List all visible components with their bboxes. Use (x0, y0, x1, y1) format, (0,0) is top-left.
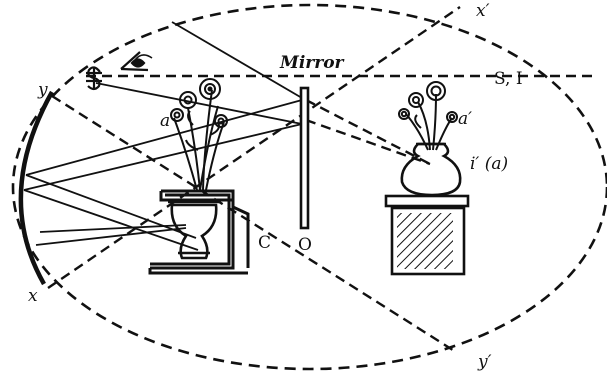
plane-mirror (301, 88, 308, 228)
y-label: y (37, 80, 48, 100)
eye-icon (121, 52, 152, 70)
mirror-label: Mirror (279, 53, 345, 73)
light-rays (24, 22, 302, 250)
c-label: C (258, 233, 271, 253)
concave-mirror (21, 92, 52, 284)
x-prime-label: x′ (476, 1, 490, 21)
i-prime-label: i′ (a) (470, 154, 508, 174)
image-flower-bouquet (399, 82, 457, 150)
image-pedestal (386, 196, 468, 274)
a-prime-label: a′ (458, 109, 472, 129)
o-label: O (298, 235, 312, 255)
image-vase (402, 144, 460, 195)
si-label: S, I (494, 69, 523, 89)
a-label: a (160, 111, 170, 131)
y-prime-label: y′ (477, 352, 492, 372)
real-flower-bouquet (171, 79, 227, 190)
s-label: S (86, 73, 98, 93)
x-label: x (28, 286, 38, 306)
